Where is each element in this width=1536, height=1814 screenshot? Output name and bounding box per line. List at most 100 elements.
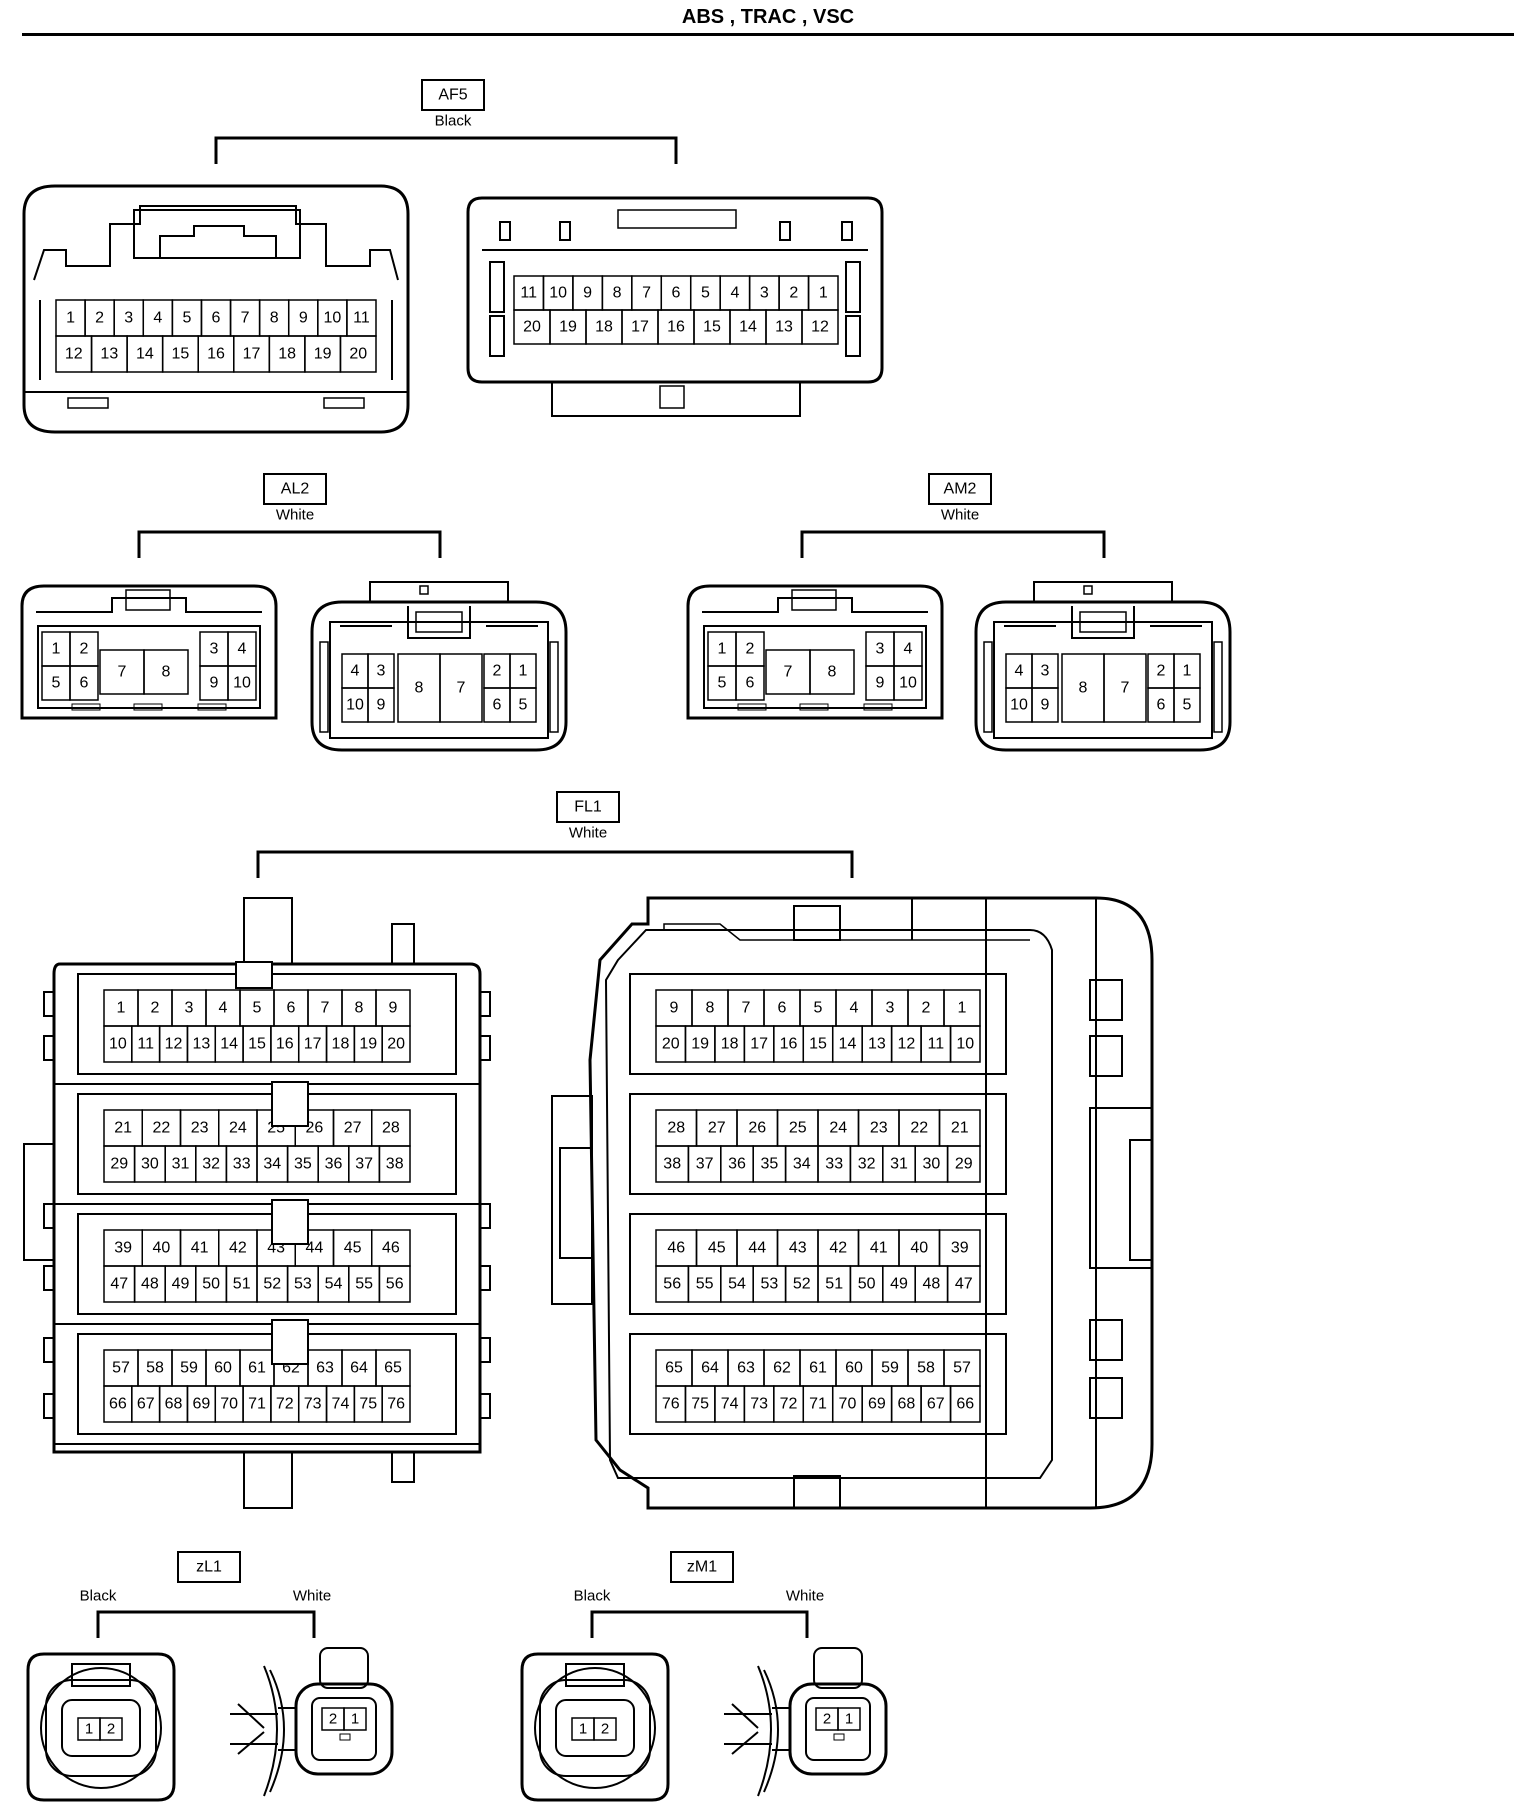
pin-number: 55 — [696, 1276, 714, 1293]
pin-number: 3 — [124, 310, 133, 327]
pin-number: 11 — [137, 1036, 154, 1053]
pin-number: 44 — [748, 1240, 766, 1257]
pin-number: 74 — [332, 1396, 350, 1413]
pin-number: 14 — [739, 319, 757, 336]
pin-number: 58 — [917, 1360, 935, 1377]
pin-number: 23 — [870, 1120, 888, 1137]
pin-number: 12 — [811, 319, 829, 336]
pin-number: 11 — [520, 285, 537, 302]
pin-number: 56 — [386, 1276, 404, 1293]
connector-color: White — [276, 507, 314, 524]
pin-number: 65 — [384, 1360, 402, 1377]
pin-number: 23 — [191, 1120, 209, 1137]
pin-number: 7 — [241, 310, 250, 327]
pin-number: 48 — [141, 1276, 159, 1293]
pin-number: 6 — [493, 697, 502, 714]
pin-number: 46 — [667, 1240, 685, 1257]
release-clip-icon — [230, 1665, 296, 1797]
pin-number: 6 — [287, 1000, 296, 1017]
pin-number: 9 — [389, 1000, 398, 1017]
pin-number: 9 — [377, 697, 386, 714]
bracket — [214, 136, 678, 164]
connector-color: Black — [435, 113, 472, 130]
pin-number: 2 — [922, 1000, 931, 1017]
pin-number: 54 — [728, 1276, 746, 1293]
pin-number: 18 — [595, 319, 613, 336]
pin-number: 20 — [523, 319, 541, 336]
pin-number: 10 — [1010, 697, 1028, 714]
pin-number: 1 — [845, 1711, 853, 1728]
pin-number: 29 — [955, 1156, 973, 1173]
pin-number: 42 — [829, 1240, 847, 1257]
pin-number: 63 — [316, 1360, 334, 1377]
pin-number: 9 — [583, 285, 592, 302]
pin-number: 28 — [667, 1120, 685, 1137]
pin-number: 68 — [165, 1396, 183, 1413]
pin-cell — [381, 1025, 411, 1063]
pin-number: 5 — [253, 1000, 262, 1017]
pin-number: 18 — [278, 346, 296, 363]
pin-number: 2 — [107, 1721, 115, 1738]
connector-color: White — [941, 507, 979, 524]
pin-number: 7 — [457, 680, 466, 697]
pin-number: 17 — [243, 346, 261, 363]
bracket — [800, 530, 1106, 558]
pin-number: 36 — [325, 1156, 343, 1173]
pin-number: 69 — [192, 1396, 210, 1413]
pin-cell — [801, 309, 839, 345]
bracket — [137, 530, 442, 558]
pin-number: 6 — [80, 675, 89, 692]
pin-number: 22 — [152, 1120, 170, 1137]
pin-number: 5 — [182, 310, 191, 327]
pin-cell — [378, 1265, 411, 1303]
pin-number: 66 — [109, 1396, 127, 1413]
pin-number: 33 — [233, 1156, 251, 1173]
pin-number: 6 — [1157, 697, 1166, 714]
pin-number: 2 — [789, 285, 798, 302]
pin-number: 19 — [314, 346, 332, 363]
pin-number: 7 — [1121, 680, 1130, 697]
pin-number: 10 — [346, 697, 364, 714]
pin-number: 17 — [631, 319, 649, 336]
pin-number: 1 — [819, 285, 828, 302]
pin-number: 22 — [910, 1120, 928, 1137]
pin-number: 5 — [1183, 697, 1192, 714]
connector-color: White — [786, 1588, 824, 1605]
pin-number: 13 — [192, 1036, 210, 1053]
connector-color: Black — [80, 1588, 117, 1605]
pin-number: 50 — [202, 1276, 220, 1293]
pin-number: 56 — [663, 1276, 681, 1293]
pin-number: 72 — [276, 1396, 294, 1413]
pin-number: 47 — [955, 1276, 973, 1293]
pin-number: 53 — [294, 1276, 312, 1293]
pin-number: 12 — [897, 1036, 915, 1053]
pin-number: 14 — [136, 346, 154, 363]
pin-number: 15 — [248, 1036, 266, 1053]
pin-number: 6 — [672, 285, 681, 302]
pin-number: 76 — [387, 1396, 405, 1413]
pin-number: 47 — [110, 1276, 128, 1293]
pin-number: 57 — [953, 1360, 971, 1377]
pin-number: 3 — [1041, 663, 1050, 680]
bracket — [96, 1610, 316, 1638]
pin-number: 3 — [210, 641, 219, 658]
pin-number: 36 — [728, 1156, 746, 1173]
pin-number: 1 — [1183, 663, 1192, 680]
pin-number: 16 — [780, 1036, 798, 1053]
pin-number: 3 — [876, 641, 885, 658]
pin-number: 68 — [897, 1396, 915, 1413]
label-box — [556, 791, 620, 823]
pin-number: 24 — [829, 1120, 847, 1137]
pin-number: 8 — [270, 310, 279, 327]
pin-number: 1 — [958, 1000, 967, 1017]
